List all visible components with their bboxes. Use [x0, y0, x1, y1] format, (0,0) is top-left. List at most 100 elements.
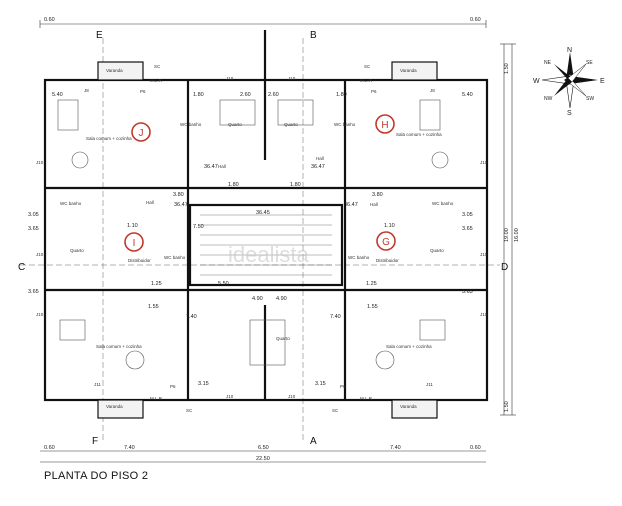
label-p6-bl: P6 [170, 384, 176, 389]
compass-se: SE [586, 60, 593, 66]
dim-right-19: 19.00 [504, 228, 510, 242]
dim-110-a: 1.10 [127, 223, 138, 229]
label-j10-bottom-b: J10 [288, 394, 296, 399]
dim-490-b: 4.90 [276, 296, 287, 302]
dim-bottom-740-left: 7.40 [124, 445, 135, 451]
label-quarto-h: Quarto [284, 122, 298, 127]
label-j11-l: J11 [94, 382, 101, 387]
label-j11-r: J11 [426, 382, 433, 387]
label-p6-tl: P6 [140, 89, 146, 94]
label-j10-right-c: J10 [480, 312, 488, 317]
dim-365-c: 3.65 [28, 289, 39, 295]
label-wc-i: WC banho [164, 255, 186, 260]
dim-top-left: 0.60 [44, 17, 55, 23]
dim-125-a: 1.25 [151, 281, 162, 287]
label-distribuidor-g: Distribuidor [376, 258, 399, 263]
compass: N E S W NE SE NW SW [533, 47, 605, 117]
label-hall-i: Hall [146, 200, 154, 205]
label-wc-h: WC banho [334, 122, 356, 127]
axis-label-e: E [96, 30, 103, 41]
label-sala-i: Sala comum + cozinha [96, 344, 142, 349]
dim-550: 5.50 [218, 281, 229, 287]
dim-right-150-top: 1.50 [504, 63, 510, 74]
area-3647-1: 36.47 [204, 164, 218, 170]
compass-nw: NW [544, 96, 553, 102]
label-quarto-i: Quarto [70, 248, 84, 253]
apartment-markers: J H I G [124, 114, 396, 252]
dim-right-150-bottom: 1.50 [504, 401, 510, 412]
label-hall-h: Hall [316, 156, 324, 161]
dim-540-tl: 5.40 [52, 92, 63, 98]
dim-750: 7.50 [193, 224, 204, 230]
stair [200, 214, 332, 276]
dim-110-b: 1.10 [384, 223, 395, 229]
label-wc-g: WC banho [348, 255, 370, 260]
dim-bottom-740-right: 7.40 [390, 445, 401, 451]
dim-380-b: 3.80 [372, 192, 383, 198]
dim-bottom-right: 0.60 [470, 445, 481, 451]
compass-s: S [567, 110, 572, 117]
label-sc-bl: SC [186, 408, 193, 413]
furniture [57, 99, 449, 370]
label-varanda-br: Varanda [400, 404, 417, 409]
label-wc-gr: WC banho [432, 201, 454, 206]
label-p6-br: P6 [340, 384, 346, 389]
dim-305-a: 3.05 [28, 212, 39, 218]
label-varanda-bl: Varanda [106, 404, 123, 409]
dim-180-b: 1.80 [336, 92, 347, 98]
label-quarto-g: Quarto [430, 248, 444, 253]
label-sala-j: Sala comum + cozinha [86, 136, 132, 141]
area-3647-2: 36.47 [311, 164, 325, 170]
label-mlr-br: M.L.R [360, 396, 373, 401]
label-j10-right-a: J10 [480, 160, 488, 165]
dim-315-b: 3.15 [315, 381, 326, 387]
label-varanda-tl: Varanda [106, 68, 123, 73]
axis-label-a: A [310, 436, 317, 447]
dim-bottom-650: 6.50 [258, 445, 269, 451]
label-j8-tr: J8 [430, 88, 435, 93]
dim-365-b: 3.65 [462, 226, 473, 232]
dim-490-a: 4.90 [252, 296, 263, 302]
label-j10-left-b: J10 [36, 252, 44, 257]
label-j8-tl: J8 [84, 88, 89, 93]
dim-180-d: 1.80 [290, 182, 301, 188]
area-3645: 36.45 [256, 210, 270, 216]
label-sala-g: Sala comum + cozinha [386, 344, 432, 349]
apartment-i: I [133, 238, 136, 249]
apartment-h: H [381, 120, 388, 131]
label-sc-tl: SC [154, 64, 161, 69]
label-j10-bottom-a: J10 [226, 394, 234, 399]
label-j10-left-a: J10 [36, 160, 44, 165]
label-quarto-j: Quarto [228, 122, 242, 127]
label-j10-left-c: J10 [36, 312, 44, 317]
label-hall-g: Hall [370, 202, 378, 207]
label-hall-j: Hall [218, 164, 226, 169]
apartment-j: J [139, 128, 144, 139]
label-j10-right-b: J10 [480, 252, 488, 257]
dim-180-a: 1.80 [193, 92, 204, 98]
dimension-lines [39, 20, 516, 463]
dim-365-a: 3.65 [28, 226, 39, 232]
label-mlr-tr: M.L.R [360, 78, 373, 83]
label-wc-j: WC banho [180, 122, 202, 127]
watermark: idealista [228, 242, 309, 267]
dim-top-right: 0.60 [470, 17, 481, 23]
label-quarto-center: Quarto [276, 336, 290, 341]
label-sc-br: SC [332, 408, 339, 413]
dim-260-a: 2.60 [240, 92, 251, 98]
compass-ne: NE [544, 60, 552, 66]
balconies [97, 61, 438, 419]
plan-title: PLANTA DO PISO 2 [44, 470, 149, 482]
area-3647-3: 36.47 [174, 202, 188, 208]
dim-total: 22.50 [256, 456, 270, 462]
label-sala-h: Sala comum + cozinha [396, 132, 442, 137]
label-wc-il: WC banho [60, 201, 82, 206]
area-3647-4: 36.47 [344, 202, 358, 208]
axis-label-b: B [310, 30, 317, 41]
axis-label-c: C [18, 262, 25, 273]
dim-740-a: 7.40 [186, 314, 197, 320]
label-p6-tr: P6 [371, 89, 377, 94]
axis-label-f: F [92, 436, 98, 447]
dim-315-a: 3.15 [198, 381, 209, 387]
